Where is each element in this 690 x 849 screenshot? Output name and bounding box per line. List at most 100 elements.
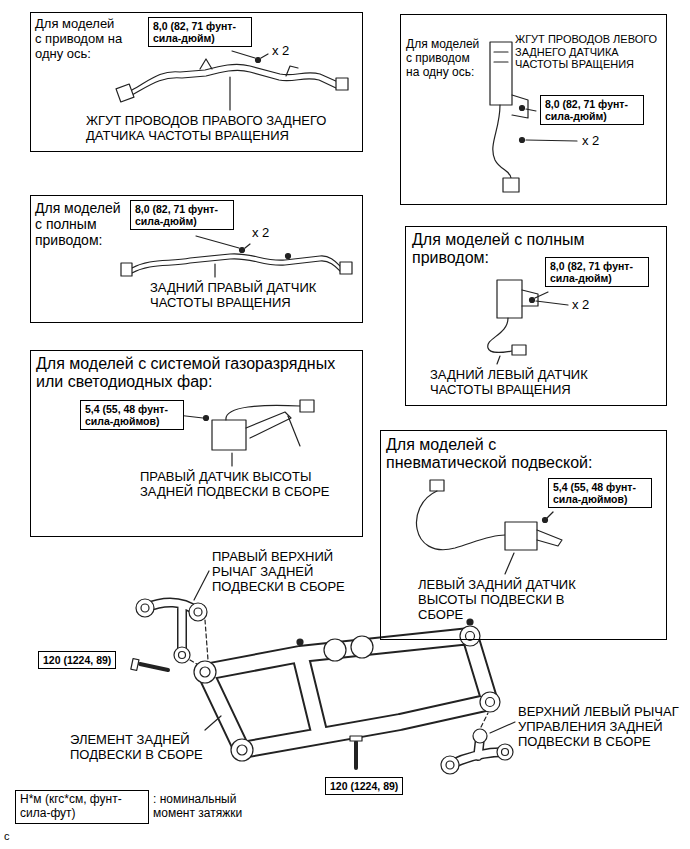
bolt [256, 58, 261, 63]
sensor-lever [537, 530, 562, 546]
torque-value: 8,0 (82, 71 фунт-сила-дюйм) [550, 260, 644, 284]
sensor-body [505, 522, 537, 550]
torque-value: 5,4 (55, 48 фунт-сила-дюймов) [85, 403, 179, 427]
leader-line [490, 722, 515, 733]
condition-note: Для моделей с полным приводом: [35, 200, 127, 248]
bushing [136, 599, 154, 617]
bolt [520, 138, 525, 143]
leader-line [194, 571, 209, 600]
condition-note: Для моделей с пневматической подвеской: [386, 436, 604, 473]
part-name: ЗАДНИЙ ПРАВЫЙ ДАТЧИК ЧАСТОТЫ ВРАЩЕНИЯ [150, 281, 355, 311]
bracket [512, 95, 528, 118]
bolt [354, 742, 358, 768]
bushing [174, 647, 190, 663]
condition-panel: 5,4 (55, 48 фунт-сила-дюймов) Для моделей… [380, 430, 667, 640]
torque-value: 5,4 (55, 48 фунт-сила-дюймов) [553, 481, 647, 505]
bushing [200, 667, 210, 677]
torque-box: 5,4 (55, 48 фунт-сила-дюймов) [80, 400, 184, 430]
sensor-body [497, 280, 522, 318]
bushing [460, 626, 480, 646]
condition-note: Для моделей с полным приводом: [412, 231, 617, 268]
condition-panel: 8,0 (82, 71 фунт-сила-дюйм)Для моделей с… [405, 226, 667, 406]
part-name: ЗАДНИЙ ЛЕВЫЙ ДАТЧИК ЧАСТОТЫ ВРАЩЕНИЯ [430, 368, 640, 398]
quantity-label: x 2 [582, 134, 599, 149]
legend-unit: Н*м (кгс*см, фунт-сила-фут) [15, 790, 149, 824]
leader-line [547, 512, 553, 518]
bolt [240, 248, 245, 253]
bushing [141, 604, 149, 612]
mount-hole [324, 639, 346, 661]
sensor-wire [488, 318, 512, 353]
leader-line [536, 301, 568, 305]
bushing [189, 603, 207, 621]
clip [200, 59, 212, 69]
sensor-wire [416, 491, 505, 550]
bushing [502, 749, 509, 756]
sensor-link [288, 416, 300, 446]
condition-panel: 8,0 (82, 71 фунт-сила-дюйм) Для моделей с… [400, 14, 667, 205]
bushing [446, 761, 454, 769]
connector [336, 78, 348, 90]
bolt [204, 416, 209, 421]
condition-note: Для моделей с приводом на одну ось: [406, 38, 484, 79]
torque-legend: Н*м (кгс*см, фунт-сила-фут): номинальный… [15, 790, 265, 824]
connector [503, 178, 519, 192]
leader-line [526, 109, 536, 111]
torque-box: 120 (1224, 89) [325, 777, 403, 795]
mount-hole [351, 636, 373, 658]
torque-box: 8,0 (82, 71 фунт-сила-дюйм) [540, 95, 644, 125]
wire-harness [132, 64, 338, 90]
torque-value: 8,0 (82, 71 фунт-сила-дюйм) [135, 203, 229, 227]
condition-note: Для моделей с приводом на одну ось: [35, 17, 123, 62]
torque-box: 120 (1224, 89) [38, 651, 116, 669]
condition-panel: 8,0 (82, 71 фунт-сила-дюйм) Для моделей с… [30, 195, 363, 323]
nut [297, 639, 303, 645]
bolt [530, 298, 535, 303]
nut [467, 619, 473, 625]
torque-value: 120 (1224, 89) [330, 780, 398, 792]
suspension-member [205, 636, 490, 750]
dashed-guide [190, 620, 208, 666]
connector [340, 262, 352, 274]
bushing [237, 745, 247, 755]
bushing [441, 756, 459, 774]
leader-line [505, 553, 514, 574]
connector [430, 480, 444, 491]
bolt [520, 106, 525, 111]
wire-harness [132, 70, 336, 95]
bushing [486, 698, 495, 707]
torque-box: 8,0 (82, 71 фунт-сила-дюйм) [545, 257, 649, 287]
condition-panel: 5,4 (55, 48 фунт-сила-дюймов) Для моделей… [30, 350, 363, 537]
sensor-body [490, 42, 512, 105]
condition-note: Для моделей с системой газоразрядных или… [36, 355, 358, 392]
connector [121, 263, 132, 276]
part-name: ЛЕВЫЙ ЗАДНИЙ ДАТЧИК ВЫСОТЫ ПОДВЕСКИ В СБ… [418, 578, 596, 623]
torque-box: 8,0 (82, 71 фунт-сила-дюйм) [148, 17, 252, 47]
leader-line [526, 140, 577, 141]
leader-line [229, 77, 230, 110]
quantity-label: x 2 [572, 298, 589, 313]
bushing [473, 729, 487, 743]
leader-line [231, 453, 232, 466]
sensor-wire [132, 259, 340, 273]
quantity-label: x 2 [272, 44, 289, 59]
torque-value: 8,0 (82, 71 фунт-сила-дюйм) [153, 20, 247, 44]
part-name: ЭЛЕМЕНТ ЗАДНЕЙ ПОДВЕСКИ В СБОРЕ [70, 733, 220, 763]
leader-line [245, 244, 250, 248]
dashed-guide [481, 713, 488, 727]
suspension-member [205, 636, 490, 750]
bolt [286, 254, 291, 259]
connector [300, 400, 314, 412]
sensor-wire [226, 405, 300, 420]
figure-code: c [4, 830, 10, 843]
leader-line [205, 716, 221, 730]
bushing [497, 744, 513, 760]
bushing [231, 739, 253, 761]
part-name: ПРАВЫЙ ВЕРХНИЙ РЫЧАГ ЗАДНЕЙ ПОДВЕСКИ В С… [212, 550, 372, 595]
bushing [179, 652, 186, 659]
torque-value: 8,0 (82, 71 фунт-сила-дюйм) [545, 98, 639, 122]
part-name: ВЕРХНИЙ ЛЕВЫЙ РЫЧАГ УПРАВЛЕНИЯ ЗАДНЕЙ ПО… [518, 705, 680, 750]
bushing [194, 661, 216, 683]
sensor-body [212, 420, 246, 450]
